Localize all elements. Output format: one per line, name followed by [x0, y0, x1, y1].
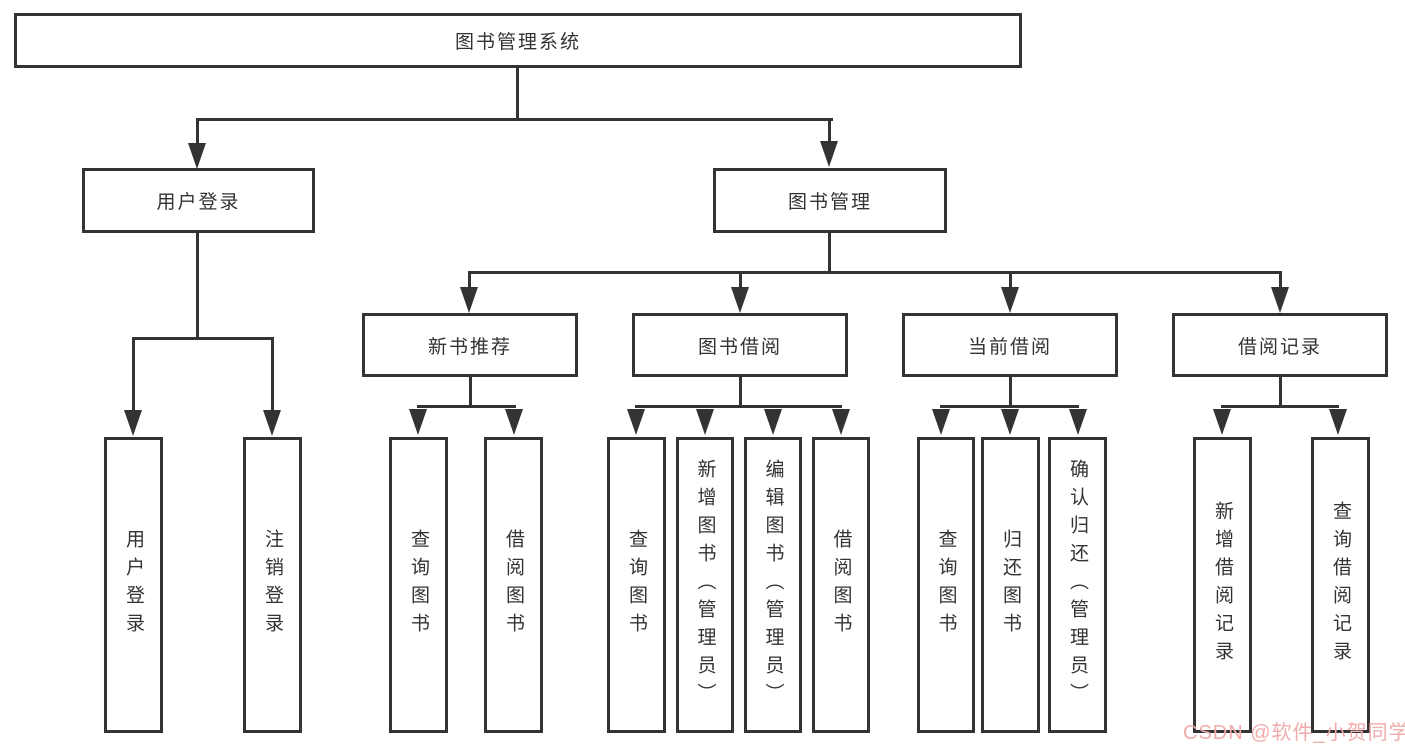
leaf-borrow-books: 借阅图书 [812, 437, 870, 733]
connector-line [635, 405, 842, 408]
connector-line [516, 66, 519, 120]
node-new-book-recommend: 新书推荐 [362, 313, 578, 377]
leaf-borrow-books-label: 借阅图书 [830, 529, 852, 641]
leaf-edit-books-admin-label: 编辑图书（管理员） [762, 459, 784, 711]
connector-line [197, 118, 833, 121]
leaf-logout-label: 注销登录 [262, 529, 283, 641]
connector-line [739, 271, 742, 288]
arrowhead-down-icon [696, 409, 714, 435]
node-user-login: 用户登录 [82, 168, 315, 233]
leaf-confirm-return-admin-label: 确认归还（管理员） [1067, 459, 1088, 711]
arrowhead-down-icon [820, 141, 838, 167]
arrowhead-down-icon [764, 409, 782, 435]
node-user-login-label: 用户登录 [156, 192, 241, 213]
connector-line [940, 405, 1079, 408]
connector-line [469, 375, 472, 408]
leaf-add-books-admin-label: 新增图书（管理员） [694, 459, 716, 711]
connector-line [1279, 375, 1282, 408]
connector-line [196, 118, 199, 146]
node-current-borrow-label: 当前借阅 [967, 336, 1052, 358]
arrowhead-down-icon [263, 410, 281, 436]
leaf-add-borrow-record-label: 新增借阅记录 [1212, 501, 1233, 669]
arrowhead-down-icon [627, 409, 645, 435]
node-book-borrow: 图书借阅 [632, 313, 848, 377]
leaf-recommend-borrow-books: 借阅图书 [484, 437, 543, 733]
leaf-user-login-label: 用户登录 [123, 529, 144, 641]
connector-line [271, 337, 274, 413]
arrowhead-down-icon [188, 143, 206, 169]
leaf-borrow-query-books: 查询图书 [607, 437, 666, 733]
arrowhead-down-icon [460, 287, 478, 313]
arrowhead-down-icon [731, 287, 749, 313]
arrowhead-down-icon [932, 409, 950, 435]
arrowhead-down-icon [409, 409, 427, 435]
connector-line [1279, 271, 1282, 288]
arrowhead-down-icon [1001, 409, 1019, 435]
leaf-logout: 注销登录 [243, 437, 302, 733]
node-book-borrow-label: 图书借阅 [697, 336, 782, 358]
leaf-user-login: 用户登录 [104, 437, 163, 733]
connector-line [468, 271, 1282, 274]
leaf-current-query-books: 查询图书 [917, 437, 975, 733]
connector-line [132, 337, 274, 340]
arrowhead-down-icon [1329, 409, 1347, 435]
arrowhead-down-icon [1001, 287, 1019, 313]
node-new-book-recommend-label: 新书推荐 [427, 336, 512, 358]
arrowhead-down-icon [124, 410, 142, 436]
connector-line [1221, 405, 1339, 408]
leaf-return-books-label: 归还图书 [1000, 529, 1021, 641]
node-root: 图书管理系统 [14, 13, 1022, 68]
leaf-add-borrow-record: 新增借阅记录 [1193, 437, 1252, 733]
leaf-recommend-query-books: 查询图书 [389, 437, 448, 733]
connector-line [739, 375, 742, 408]
leaf-query-borrow-record: 查询借阅记录 [1311, 437, 1370, 733]
watermark: CSDN @软件_小贺同学 [1183, 722, 1405, 744]
leaf-add-books-admin: 新增图书（管理员） [676, 437, 734, 733]
arrowhead-down-icon [1069, 409, 1087, 435]
node-book-management: 图书管理 [713, 168, 947, 233]
node-borrow-records: 借阅记录 [1172, 313, 1388, 377]
leaf-current-query-books-label: 查询图书 [935, 529, 957, 641]
arrowhead-down-icon [832, 409, 850, 435]
leaf-query-borrow-record-label: 查询借阅记录 [1330, 501, 1351, 669]
leaf-recommend-borrow-books-label: 借阅图书 [503, 529, 524, 641]
connector-line [828, 231, 831, 274]
node-borrow-records-label: 借阅记录 [1237, 336, 1322, 358]
connector-line [132, 337, 135, 413]
leaf-confirm-return-admin: 确认归还（管理员） [1048, 437, 1107, 733]
node-book-management-label: 图书管理 [787, 192, 872, 213]
arrowhead-down-icon [1271, 287, 1289, 313]
arrowhead-down-icon [1213, 409, 1231, 435]
connector-line [417, 405, 516, 408]
connector-line [196, 231, 199, 340]
leaf-recommend-query-books-label: 查询图书 [408, 529, 429, 641]
connector-line [828, 118, 831, 144]
node-current-borrow: 当前借阅 [902, 313, 1118, 377]
connector-line [1009, 375, 1012, 408]
leaf-edit-books-admin: 编辑图书（管理员） [744, 437, 802, 733]
leaf-return-books: 归还图书 [981, 437, 1040, 733]
node-root-label: 图书管理系统 [454, 32, 581, 53]
leaf-borrow-query-books-label: 查询图书 [626, 529, 647, 641]
arrowhead-down-icon [505, 409, 523, 435]
connector-line [468, 271, 471, 288]
connector-line [1009, 271, 1012, 288]
